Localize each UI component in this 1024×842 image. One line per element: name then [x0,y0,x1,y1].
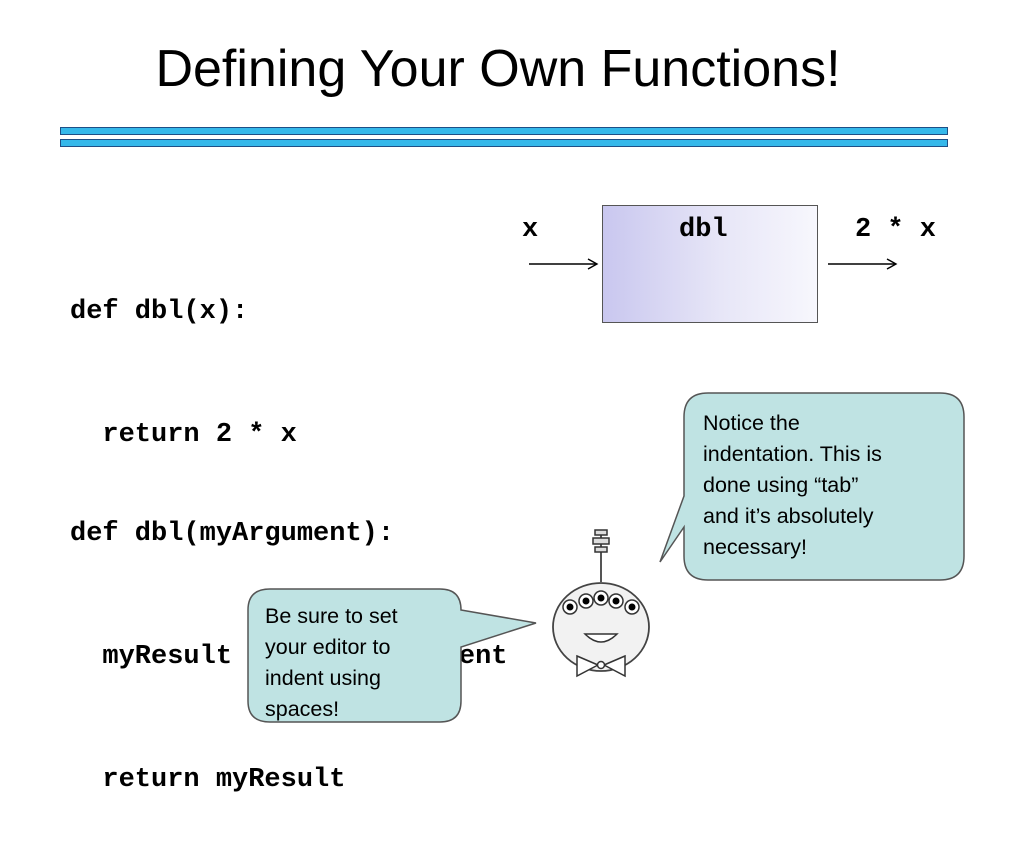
code-block-simple: def dbl(x): return 2 * x [70,210,297,497]
callout-left-bubble [247,588,537,723]
callout-line: spaces! [265,697,340,721]
callout-line: done using “tab” [703,473,859,497]
slide-title: Defining Your Own Functions! [155,40,841,98]
alien-character-icon [552,529,650,678]
callout-layer [247,392,965,723]
input-arrow-icon [529,258,599,270]
callout-line: and it’s absolutely [703,504,874,528]
callout-right-text: Notice the indentation. This is done usi… [703,408,882,563]
callout-line: necessary! [703,535,807,559]
callout-right-bubble [659,392,965,581]
code-line: def dbl(x): [70,297,249,327]
callout-line: indentation. This is [703,442,882,466]
callout-left-text: Be sure to set your editor to indent usi… [265,601,398,725]
callout-line: your editor to [265,635,391,659]
callout-line: indent using [265,666,381,690]
diagram-input-label: x [522,215,539,245]
code-line: def dbl(myArgument): [70,519,395,549]
title-rule-top [60,127,948,135]
output-arrow-icon [828,258,898,270]
diagram-output-label: 2 * x [855,215,937,245]
callout-line: Be sure to set [265,604,398,628]
function-box-name: dbl [679,215,728,245]
title-rule-bottom [60,139,948,147]
code-line: return 2 * x [70,420,297,450]
function-box: dbl [602,205,818,323]
callout-line: Notice the [703,411,800,435]
